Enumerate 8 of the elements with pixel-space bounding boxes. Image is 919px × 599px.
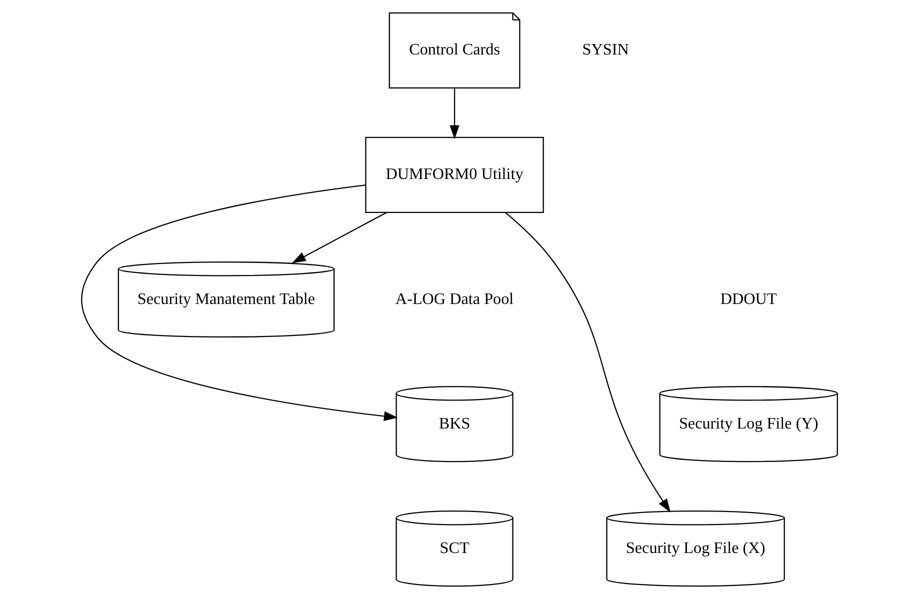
node-label: SYSIN: [582, 42, 629, 59]
arrow: [292, 212, 387, 264]
arrow: [450, 88, 460, 140]
node-box: DUMFORM0 Utility: [365, 136, 544, 214]
label: DDOUT: [720, 290, 777, 308]
arrow: [504, 212, 671, 513]
arrow: [81, 184, 398, 421]
label: A-LOG Data Pool: [395, 290, 514, 308]
